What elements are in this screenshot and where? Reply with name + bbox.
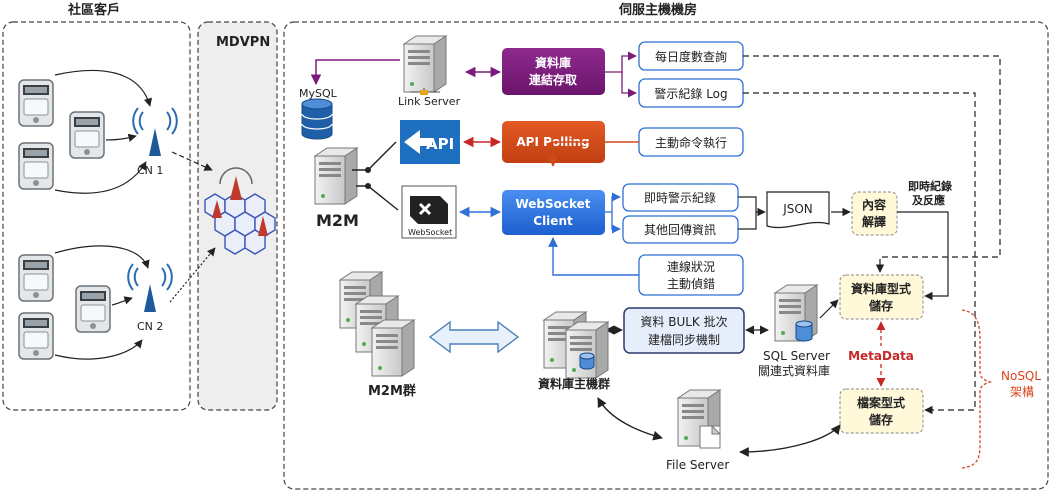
api-icon: API (400, 120, 460, 164)
antenna-icon (132, 107, 178, 156)
nosql-label-line2: 架構 (1010, 385, 1034, 399)
db-hosts-to-file-server-link (597, 397, 663, 441)
db-access-branches (605, 51, 637, 98)
metadata-label: MetaData (848, 349, 914, 363)
websocket-client-box (502, 190, 605, 235)
metadata-label-bg (846, 346, 918, 364)
file-store-label-line2: 儲存 (869, 412, 893, 427)
log-to-storage-links (743, 55, 1001, 415)
gas-meter-icon (18, 312, 54, 360)
server-room-section-border (283, 21, 1049, 490)
content-decode-box (851, 191, 898, 236)
m2m-group-server-icon (371, 319, 415, 377)
m2m-server-icon (314, 147, 358, 205)
websocket-client-branches (605, 192, 621, 234)
sql-server-to-db-store-link (819, 299, 839, 319)
db-access-label-line1: 資料庫 (535, 55, 571, 70)
mysql-label: MySQL (299, 87, 338, 100)
websocket-icon: WebSocket (401, 185, 457, 239)
bulk-sync-label-line1: 資料 BULK 批次 (640, 314, 727, 329)
server-room-title: 伺服主機機房 (618, 2, 697, 18)
websocket-client-label-line1: WebSocket (515, 197, 590, 211)
bulk-sync-box (623, 307, 745, 354)
alarm-to-json-link (738, 196, 765, 230)
connection-check-label-line1: 連線狀況 (667, 259, 715, 274)
websocket-client-label-line2: Client (533, 214, 573, 228)
active-command-to-api-link (548, 141, 639, 167)
m2m-group-label: M2M群 (368, 383, 416, 399)
vpn-network-icon (204, 167, 276, 255)
bidirectional-arrow-icon (428, 320, 520, 354)
connection-check-label-line2: 主動偵錯 (667, 276, 715, 291)
m2m-label: M2M (316, 211, 359, 230)
link-server-network-icon (410, 88, 440, 95)
mysql-database-icon (301, 98, 333, 140)
daily-query-label: 每日度數查詢 (655, 49, 727, 64)
community-title: 社區客戶 (67, 2, 120, 18)
content-decode-label-line2: 解譯 (862, 214, 886, 229)
m2m-branch-links (352, 141, 399, 211)
other-return-label: 其他回傳資訊 (644, 222, 716, 237)
cn1-to-vpn-link (171, 151, 213, 171)
db-host-database-icon (579, 352, 595, 370)
antenna-icon (127, 263, 173, 312)
content-decode-label-line1: 內容 (862, 197, 886, 212)
bulk-sync-label-line2: 建檔同步機制 (648, 332, 720, 347)
realtime-label-line1: 即時紀錄 (908, 179, 952, 193)
websocket-logo-text: WebSocket (408, 228, 452, 237)
mdvpn-title: MDVPN (216, 35, 270, 50)
json-label: JSON (782, 202, 813, 216)
nosql-brace (961, 309, 993, 469)
realtime-alarm-label: 即時警示紀錄 (644, 190, 716, 205)
db-access-box (502, 48, 605, 95)
db-access-label-line2: 連結存取 (529, 72, 577, 87)
file-store-box (839, 388, 924, 434)
gas-meter-icon (18, 79, 54, 127)
db-host-group-label: 資料庫主機群 (538, 376, 610, 391)
gas-meter-icon (18, 142, 54, 190)
db-store-label-line2: 儲存 (869, 298, 893, 313)
gas-meter-icon (69, 111, 105, 159)
link-server-label: Link Server (398, 95, 461, 108)
db-store-label-line1: 資料庫型式 (851, 281, 911, 296)
sql-server-label-line2: 關連式資料庫 (758, 364, 830, 378)
json-document-box (766, 191, 830, 229)
gas-meter-icon (18, 254, 54, 302)
meter-links (54, 69, 153, 360)
db-host-server-icon (565, 321, 609, 379)
cn2-label: CN 2 (137, 320, 163, 333)
active-command-label: 主動命令執行 (655, 135, 727, 150)
gas-meter-icon (75, 285, 111, 333)
link-server-to-mysql-link (310, 59, 400, 86)
content-to-db-store-link (897, 211, 949, 301)
sql-database-icon (795, 320, 813, 342)
api-logo-text: API (426, 135, 454, 153)
nosql-label-line1: NoSQL (1001, 369, 1041, 383)
community-section-border (2, 21, 191, 411)
realtime-label-line2: 及反應 (912, 193, 945, 207)
file-server-icon (677, 389, 722, 449)
alarm-log-label: 警示紀錄 Log (654, 86, 727, 101)
file-server-to-file-store-link (739, 424, 841, 457)
db-store-box (839, 274, 924, 320)
file-store-label-line1: 檔案型式 (857, 395, 905, 410)
file-server-label: File Server (666, 458, 729, 472)
connection-check-link (548, 237, 639, 276)
cn1-label: CN 1 (137, 164, 163, 177)
link-server-icon (403, 35, 447, 93)
sql-server-label-line1: SQL Server (763, 349, 830, 363)
